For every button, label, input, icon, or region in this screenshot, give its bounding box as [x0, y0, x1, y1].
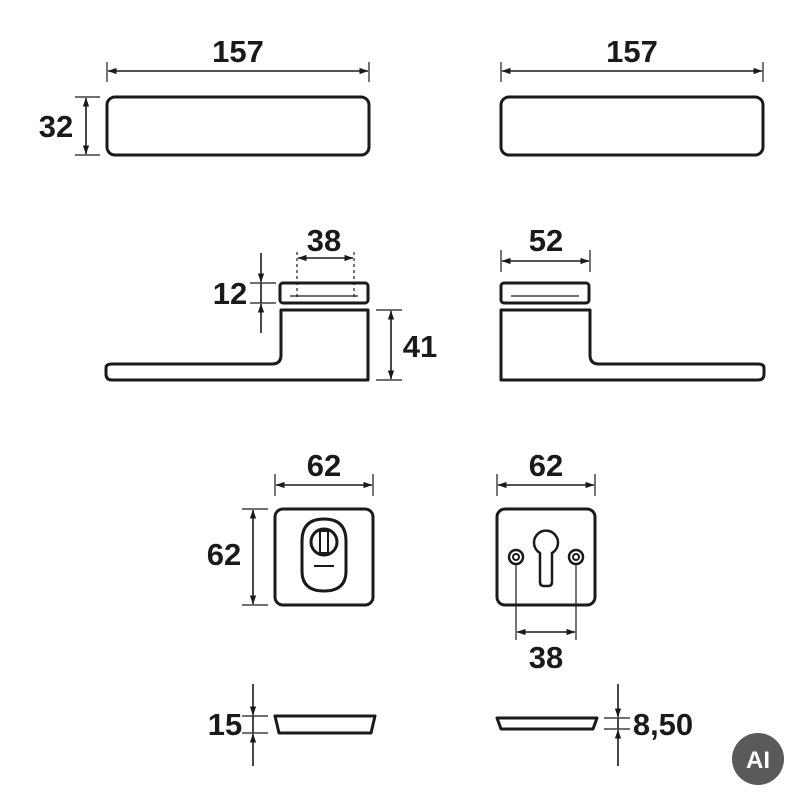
dim-label-profile-right: 8,50 — [633, 707, 693, 742]
dim-label-length-left: 157 — [212, 34, 264, 69]
lever-top-left — [105, 95, 371, 157]
dim-label-screw-spacing: 38 — [529, 640, 563, 675]
rose-plate-left — [278, 281, 370, 305]
rose-profile-shape-left — [273, 714, 377, 735]
dim-label-width-left: 38 — [307, 223, 341, 258]
dim-label-length-right: 157 — [606, 34, 658, 69]
side-view-left: 38 12 41 — [104, 223, 437, 382]
rose-front-right: 62 38 — [495, 448, 597, 675]
lever-top-right — [499, 95, 765, 157]
rose-profile-right: 8,50 — [495, 684, 693, 766]
cylinder-keyhole-icon — [532, 529, 560, 588]
rose-profile-shape-right — [495, 716, 599, 731]
dim-label-width-right: 52 — [529, 223, 563, 258]
rose-profile-left: 15 — [208, 684, 377, 766]
dim-label-rose-left-width: 62 — [307, 448, 341, 483]
top-view-right: 157 — [499, 34, 765, 157]
top-view-left: 157 32 — [39, 34, 371, 157]
dim-label-rose-right-width: 62 — [529, 448, 563, 483]
dim-label-thickness-left: 12 — [213, 276, 247, 311]
rose-front-left: 62 62 — [207, 448, 375, 607]
dim-label-height-left: 32 — [39, 109, 73, 144]
ai-badge: AI — [732, 733, 784, 785]
rose-plate-right — [499, 281, 591, 305]
lever-profile-right — [499, 308, 766, 382]
dim-label-profile-left: 15 — [208, 707, 242, 742]
ai-badge-circle — [732, 733, 784, 785]
side-view-right: 52 — [499, 223, 766, 382]
dim-label-rose-left-height: 62 — [207, 537, 241, 572]
ai-badge-label: AI — [746, 747, 770, 774]
lever-profile-left — [104, 308, 370, 382]
dim-label-height-side-left: 41 — [403, 329, 437, 364]
thumb-turn-slot-icon — [319, 530, 329, 554]
